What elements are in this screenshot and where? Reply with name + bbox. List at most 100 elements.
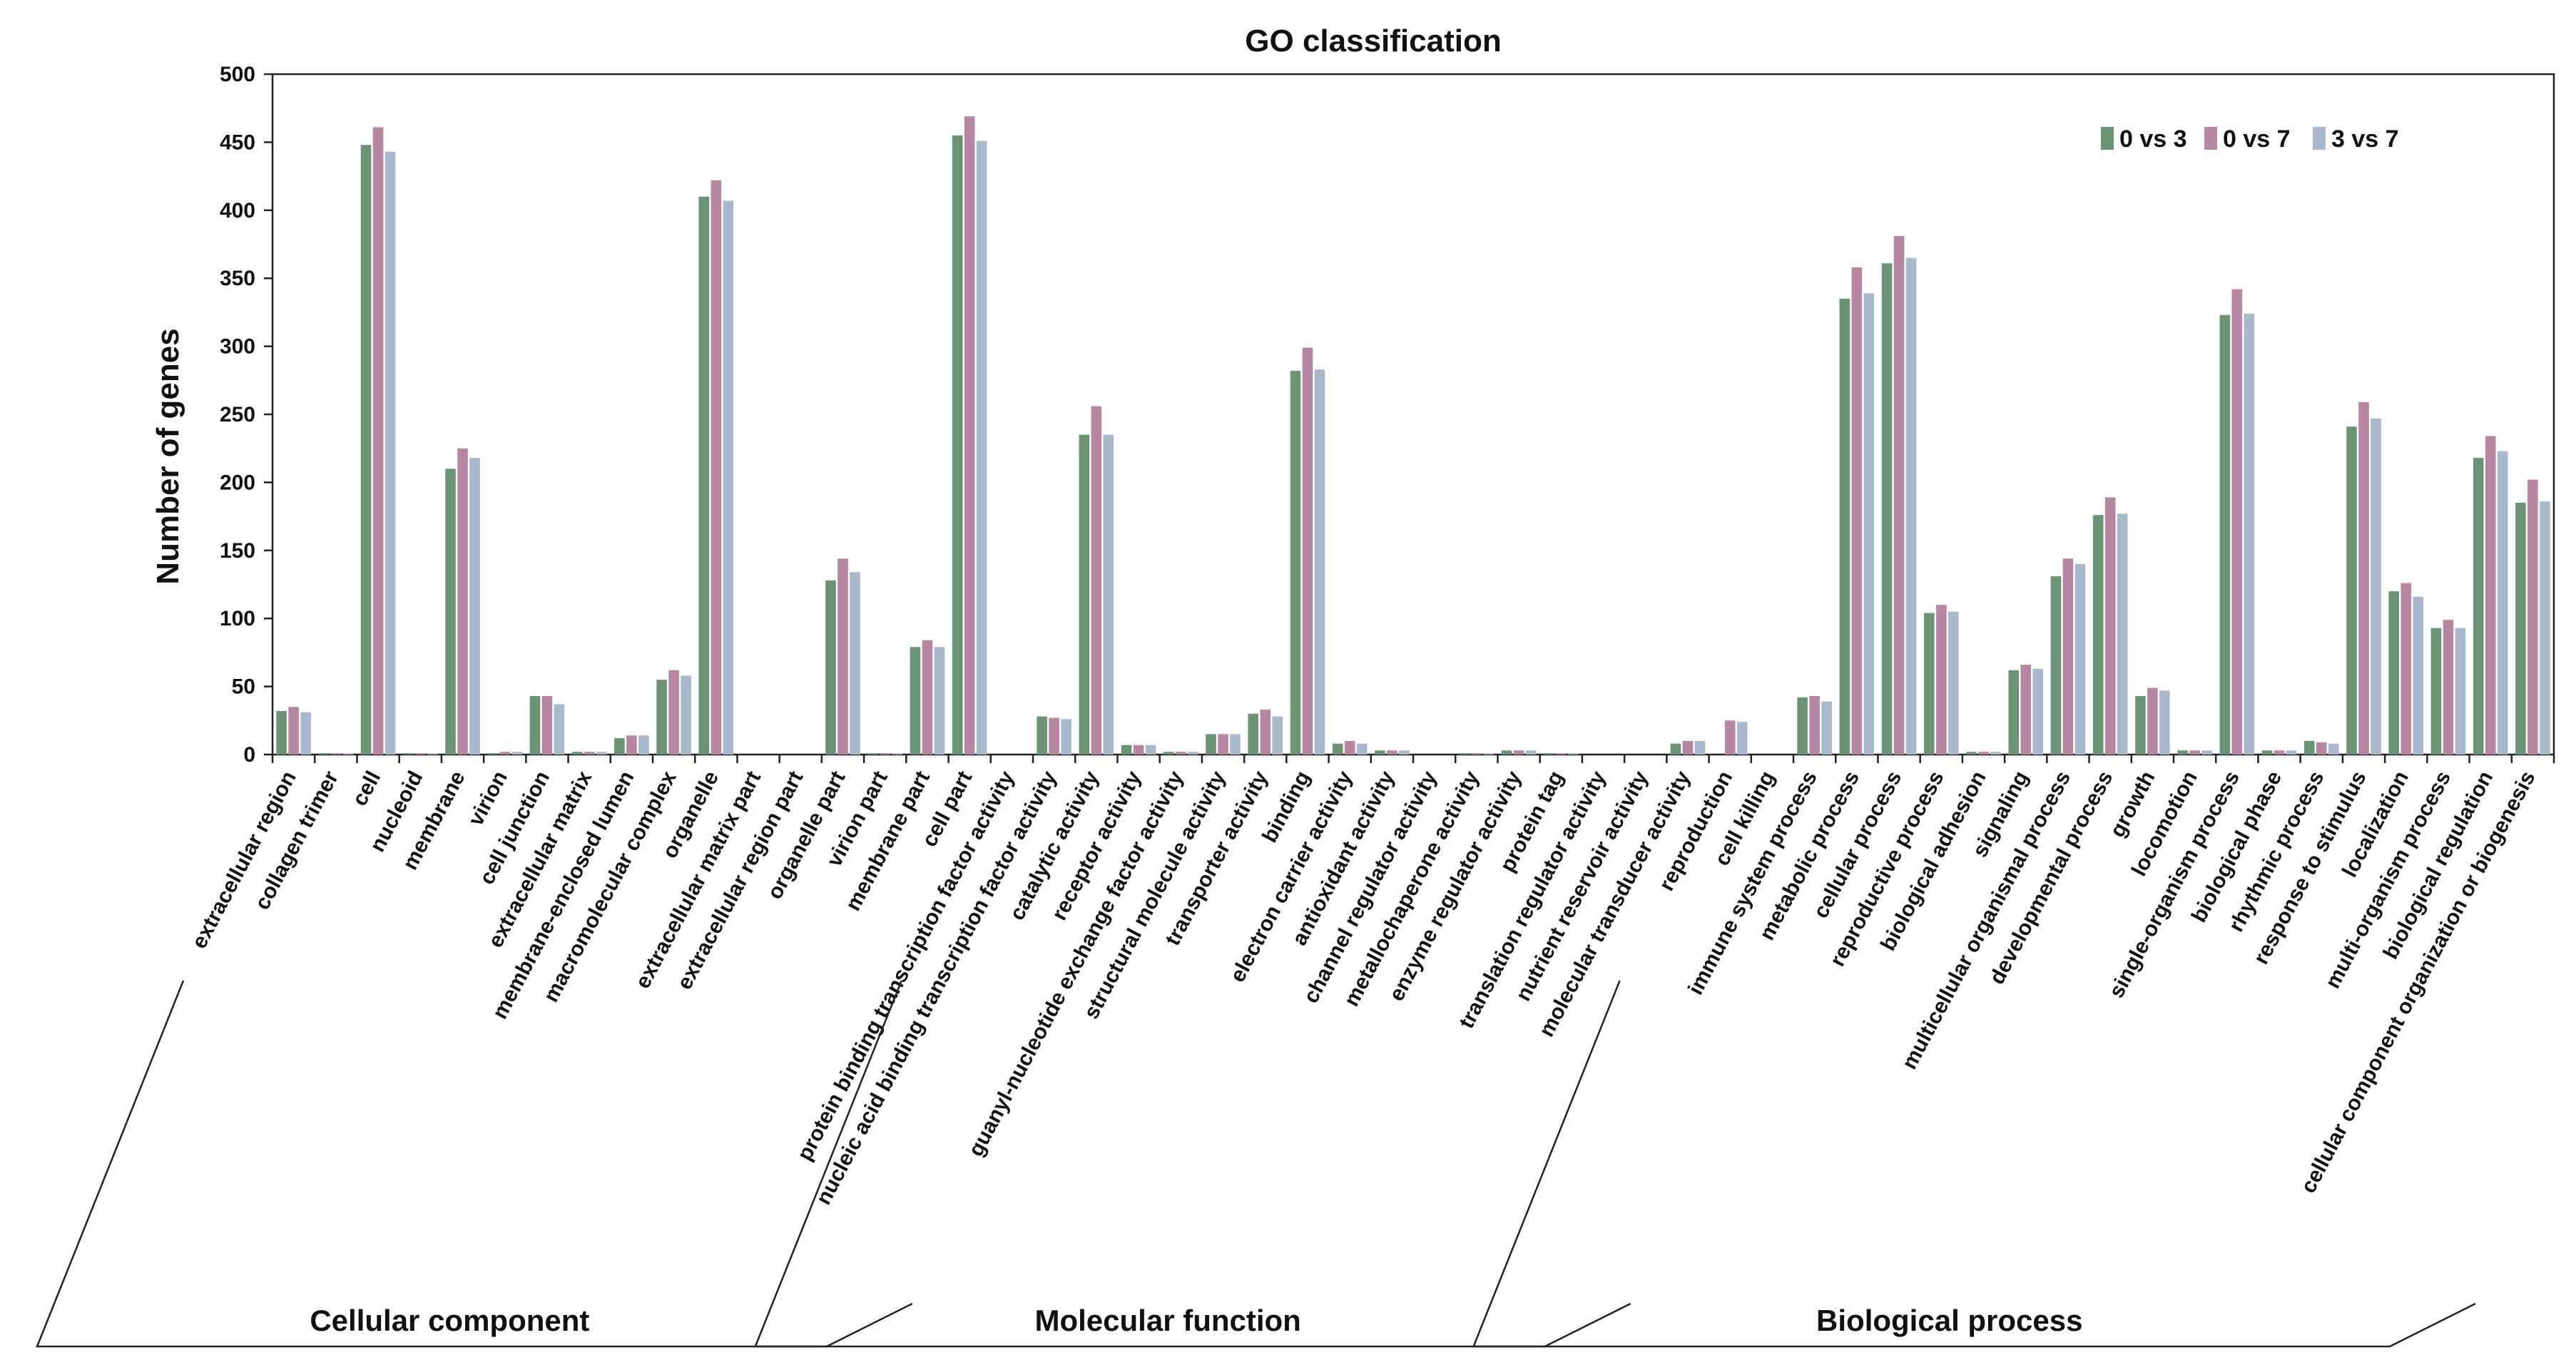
bar-3-vs-7	[2244, 313, 2255, 755]
legend-swatch	[2204, 127, 2217, 150]
bar-3-vs-7	[2201, 750, 2212, 755]
bar-3-vs-7	[2455, 628, 2466, 755]
y-tick-label: 50	[232, 675, 255, 699]
bar-0-vs-3	[2515, 503, 2526, 755]
bar-3-vs-7	[1694, 740, 1706, 755]
bar-0-vs-3	[1670, 743, 1681, 755]
group-label: Biological process	[1816, 1304, 2082, 1337]
y-tick-label: 0	[243, 743, 255, 767]
bar-3-vs-7	[1103, 434, 1114, 755]
bar-0-vs-7	[2147, 687, 2158, 755]
bar-0-vs-3	[1121, 745, 1132, 755]
bar-0-vs-3	[2219, 315, 2231, 755]
bar-0-vs-7	[2358, 402, 2369, 755]
bar-0-vs-7	[2062, 558, 2074, 755]
bar-3-vs-7	[1567, 753, 1579, 755]
bar-0-vs-7	[2104, 497, 2116, 755]
bar-0-vs-3	[1543, 753, 1554, 755]
bar-0-vs-3	[402, 753, 414, 755]
chart-title: GO classification	[1245, 24, 1501, 58]
bar-0-vs-3	[1839, 298, 1850, 755]
bar-3-vs-7	[1314, 369, 1325, 755]
bar-3-vs-7	[1821, 701, 1832, 755]
bar-0-vs-3	[2261, 750, 2273, 755]
bar-0-vs-3	[2430, 628, 2442, 755]
bar-0-vs-7	[372, 127, 384, 755]
bar-3-vs-7	[850, 572, 860, 755]
bar-0-vs-3	[2050, 576, 2062, 755]
bar-0-vs-7	[1471, 753, 1482, 755]
bar-0-vs-7	[1091, 406, 1102, 755]
plot-area: 050100150200250300350400450500extracellu…	[188, 63, 2555, 1209]
plot-frame	[271, 73, 2555, 756]
bar-3-vs-7	[1948, 611, 1959, 755]
bar-0-vs-3	[1797, 697, 1808, 755]
bar-0-vs-3	[1079, 434, 1090, 755]
bar-0-vs-3	[614, 738, 625, 755]
bar-3-vs-7	[1145, 745, 1156, 755]
bar-3-vs-7	[1399, 750, 1410, 755]
bar-0-vs-7	[414, 753, 426, 755]
bar-0-vs-3	[2388, 591, 2400, 755]
bar-0-vs-3	[2008, 670, 2020, 755]
bar-0-vs-7	[1555, 753, 1567, 755]
bar-0-vs-3	[1501, 750, 1512, 755]
bar-3-vs-7	[1905, 257, 1917, 755]
bar-0-vs-3	[2177, 750, 2188, 755]
bar-0-vs-7	[1978, 752, 1989, 755]
bar-3-vs-7	[2074, 563, 2086, 755]
bar-0-vs-7	[2189, 750, 2200, 755]
bar-0-vs-3	[1881, 263, 1893, 755]
bar-0-vs-7	[1218, 734, 1228, 755]
bar-0-vs-7	[2274, 750, 2285, 755]
bar-0-vs-3	[529, 695, 541, 755]
bar-0-vs-7	[288, 707, 299, 755]
y-tick-label: 100	[220, 607, 255, 630]
y-tick-label: 200	[220, 471, 255, 494]
bar-0-vs-7	[1344, 740, 1355, 755]
bar-0-vs-7	[1387, 750, 1398, 755]
bar-0-vs-3	[1206, 734, 1216, 755]
x-tick-label: cell	[348, 767, 386, 810]
bar-3-vs-7	[1990, 752, 2001, 755]
bar-0-vs-3	[910, 647, 921, 755]
bar-3-vs-7	[1272, 716, 1283, 755]
bar-0-vs-3	[2346, 426, 2357, 755]
bar-0-vs-3	[1923, 613, 1935, 755]
group-label: Cellular component	[310, 1304, 589, 1337]
legend-swatch	[2101, 127, 2114, 150]
bar-3-vs-7	[342, 753, 354, 755]
bar-3-vs-7	[2286, 750, 2297, 755]
bar-0-vs-7	[922, 640, 933, 755]
bar-0-vs-3	[1248, 713, 1259, 755]
bar-3-vs-7	[300, 712, 311, 755]
bar-3-vs-7	[427, 753, 438, 755]
bar-0-vs-7	[1724, 720, 1736, 755]
bar-0-vs-7	[838, 558, 848, 755]
bar-0-vs-3	[1290, 370, 1301, 755]
y-tick-label: 300	[220, 335, 255, 359]
bar-3-vs-7	[2371, 418, 2381, 755]
bar-0-vs-7	[626, 735, 637, 755]
bar-0-vs-3	[318, 753, 330, 755]
bar-0-vs-3	[1163, 752, 1174, 755]
bar-3-vs-7	[596, 752, 607, 755]
bar-3-vs-7	[892, 753, 903, 755]
bar-0-vs-3	[1966, 752, 1977, 755]
bar-3-vs-7	[1230, 734, 1241, 755]
legend-label: 3 vs 7	[2331, 126, 2399, 153]
bar-3-vs-7	[2497, 451, 2508, 755]
y-tick-label: 450	[220, 131, 255, 154]
bar-3-vs-7	[976, 140, 987, 755]
bar-3-vs-7	[2328, 743, 2339, 755]
bar-3-vs-7	[1483, 753, 1495, 755]
bar-0-vs-3	[571, 752, 583, 755]
bar-3-vs-7	[1863, 293, 1875, 755]
bar-0-vs-3	[1332, 743, 1343, 755]
bar-0-vs-3	[2473, 458, 2484, 755]
bar-0-vs-7	[499, 752, 511, 755]
bar-0-vs-7	[711, 180, 722, 755]
bar-3-vs-7	[2540, 501, 2550, 755]
bar-0-vs-3	[2092, 515, 2104, 755]
